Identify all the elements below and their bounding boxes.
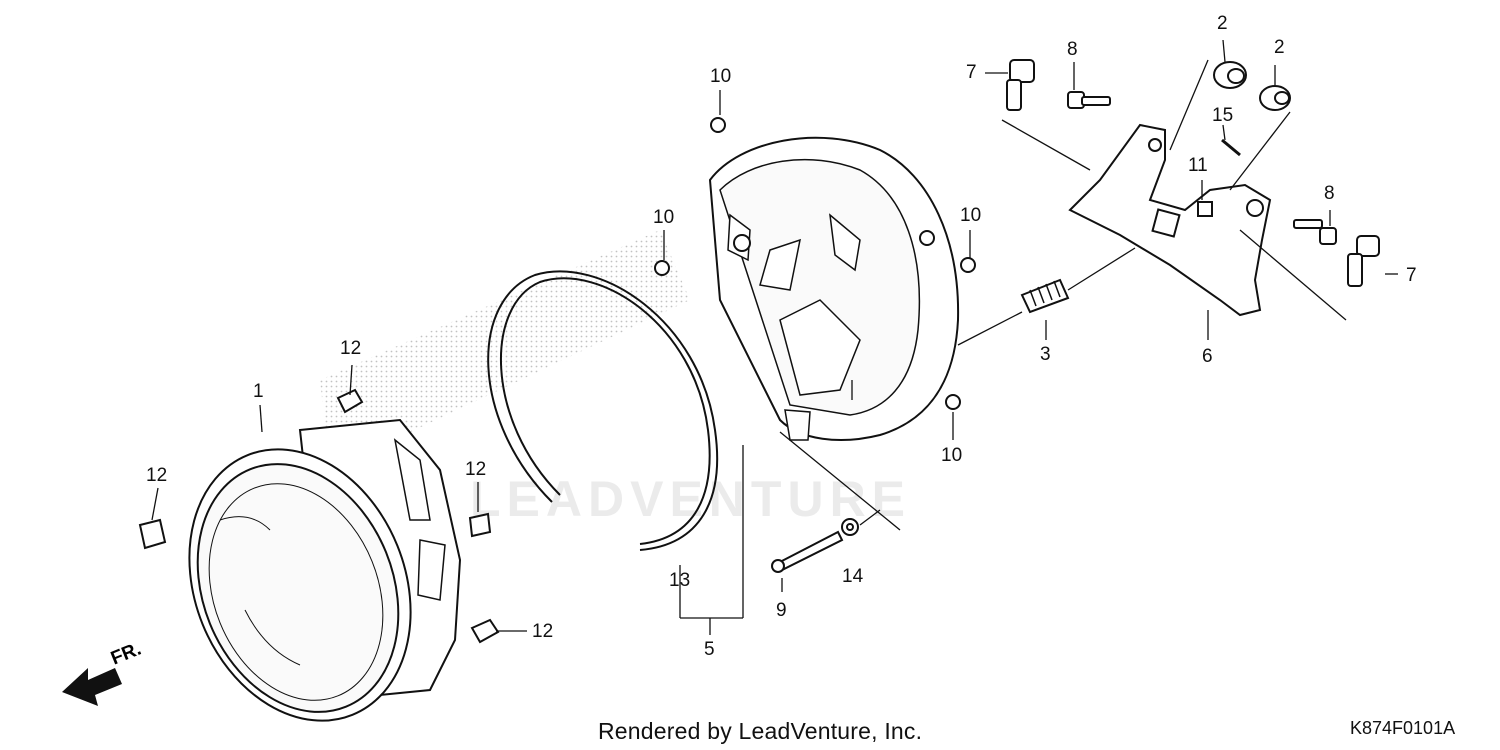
grommets [1213, 61, 1291, 111]
callout-7a: 7 [966, 62, 977, 83]
callout-6: 6 [1202, 346, 1213, 367]
callout-2b: 2 [1274, 37, 1285, 58]
callout-10c: 10 [960, 205, 982, 226]
nut-11-and-pin-15 [1197, 138, 1241, 217]
bolt-9-and-washer-14 [771, 518, 859, 573]
callout-12c: 12 [465, 459, 487, 480]
diagram-code: K874F0101A [1350, 718, 1456, 738]
callout-12a: 12 [340, 338, 362, 359]
callout-1: 1 [253, 381, 264, 402]
callout-11: 11 [1188, 155, 1208, 176]
callout-8a: 8 [1067, 39, 1078, 60]
watermark-text: LEADVENTURE [470, 471, 912, 527]
callout-12d: 12 [532, 621, 554, 642]
callout-13: 13 [669, 570, 691, 591]
callout-7b: 7 [1406, 265, 1417, 286]
callout-9: 9 [776, 600, 787, 621]
callout-12b: 12 [146, 465, 168, 486]
rim-band [487, 270, 719, 551]
headlight-case [708, 136, 960, 441]
spring-part [1020, 278, 1070, 314]
callout-15: 15 [1212, 105, 1234, 126]
dotted-shading [320, 230, 690, 470]
callout-3: 3 [1040, 344, 1051, 365]
front-direction-arrow-icon [62, 668, 122, 706]
screws-10 [654, 117, 976, 410]
callout-10d: 10 [941, 445, 963, 466]
callout-14: 14 [842, 566, 864, 587]
bolts-7 [1006, 59, 1380, 287]
clips-12 [138, 388, 500, 644]
mounting-bracket [1068, 123, 1272, 317]
bolts-8 [1067, 91, 1337, 245]
callout-2a: 2 [1217, 13, 1228, 34]
headlight-unit [188, 418, 462, 722]
callout-8b: 8 [1324, 183, 1335, 204]
callout-10b: 10 [653, 207, 675, 228]
callout-5: 5 [704, 639, 715, 660]
leader-lines [151, 39, 1398, 635]
render-credit: Rendered by LeadVenture, Inc. [598, 718, 923, 744]
callout-10a: 10 [710, 66, 732, 87]
